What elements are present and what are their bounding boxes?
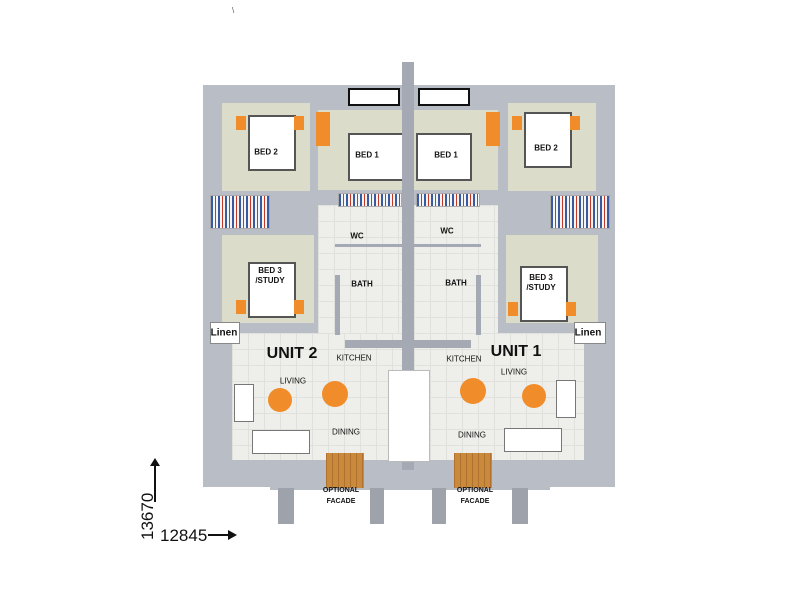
unit1-living-label: LIVING [500, 367, 528, 377]
unit1-bed2-label: BED 2 [534, 143, 558, 153]
unit2-bed3-bed [248, 262, 296, 318]
nightstand [294, 300, 304, 314]
dresser [316, 112, 330, 146]
kitchen-island [388, 370, 430, 462]
stray-mark: \ [232, 6, 235, 15]
unit2-bath-wall [335, 275, 340, 335]
unit2-dining-table [322, 381, 348, 407]
unit1-facade-deck [454, 453, 492, 488]
unit2-facade-label: OPTIONAL FACADE [322, 487, 360, 505]
unit1-title: UNIT 1 [490, 343, 542, 360]
unit1-robe-bed1 [416, 193, 480, 207]
unit2-robe-bed1 [338, 193, 402, 207]
unit2-dining-label: DINING [332, 427, 360, 437]
unit1-bed3-label: BED 3 /STUDY [526, 273, 556, 292]
nightstand [508, 302, 518, 316]
arrow-head-right-icon [228, 530, 237, 540]
unit2-robe-bed2 [210, 195, 270, 229]
unit1-kitchen-bench [414, 340, 471, 348]
unit1-facade-label: OPTIONAL FACADE [456, 487, 494, 505]
nightstand [236, 116, 246, 130]
dresser [486, 112, 500, 146]
unit2-sofa [252, 430, 310, 454]
unit2-bath-label: BATH [351, 279, 373, 289]
unit2-living-label: LIVING [279, 376, 307, 386]
party-wall [402, 62, 414, 470]
unit2-linen-cupboard [210, 322, 240, 344]
pillar [370, 488, 384, 524]
unit2-kitchen-bench [345, 340, 402, 348]
unit1-bed2-bed [524, 112, 572, 168]
unit2-wc-wall [335, 244, 402, 247]
unit2-armchair [234, 384, 254, 422]
unit1-linen-label: Linen [574, 327, 602, 339]
unit2-linen-label: Linen [210, 327, 238, 339]
nightstand [566, 302, 576, 316]
unit2-bed1-bed [348, 133, 404, 181]
unit1-bath-label: BATH [445, 278, 467, 288]
nightstand [236, 300, 246, 314]
unit2-bed2-bed [248, 115, 296, 171]
pillar [432, 488, 446, 524]
unit2-wc-label: WC [350, 231, 364, 241]
pillar [512, 488, 528, 524]
unit2-wet-area-floor [318, 205, 402, 333]
unit1-robe-bed2 [550, 195, 610, 229]
unit1-wc-wall [414, 244, 481, 247]
arrow-head-up-icon [150, 458, 160, 466]
unit1-dining-table [460, 378, 486, 404]
unit1-armchair [556, 380, 576, 418]
unit1-sofa [504, 428, 562, 452]
unit2-bed3-label: BED 3 /STUDY [255, 266, 285, 285]
unit2-living-table [268, 388, 292, 412]
depth-arrow-icon [154, 462, 156, 502]
unit1-bed1-window [418, 88, 470, 106]
unit1-wet-area-floor [414, 205, 498, 333]
pillar [278, 488, 294, 524]
unit1-bed3-bed [520, 266, 568, 322]
unit2-kitchen-label: KITCHEN [336, 353, 372, 363]
unit1-kitchen-label: KITCHEN [446, 354, 482, 364]
unit1-bath-wall [476, 275, 481, 335]
unit2-bed1-label: BED 1 [355, 150, 379, 160]
unit1-living-table [522, 384, 546, 408]
unit2-bed2-label: BED 2 [254, 147, 278, 157]
nightstand [512, 116, 522, 130]
width-arrow-icon [208, 534, 228, 536]
unit2-facade-deck [326, 453, 364, 488]
unit1-bed1-bed [416, 133, 472, 181]
depth-dimension: 13670 [138, 492, 157, 540]
unit1-bed1-label: BED 1 [434, 150, 458, 160]
nightstand [570, 116, 580, 130]
unit2-bed1-window [348, 88, 400, 106]
unit2-title: UNIT 2 [266, 345, 318, 362]
unit1-wc-label: WC [440, 226, 454, 236]
nightstand [294, 116, 304, 130]
width-dimension: 12845 [160, 526, 208, 545]
unit1-linen-cupboard [574, 322, 606, 344]
unit1-dining-label: DINING [458, 430, 486, 440]
